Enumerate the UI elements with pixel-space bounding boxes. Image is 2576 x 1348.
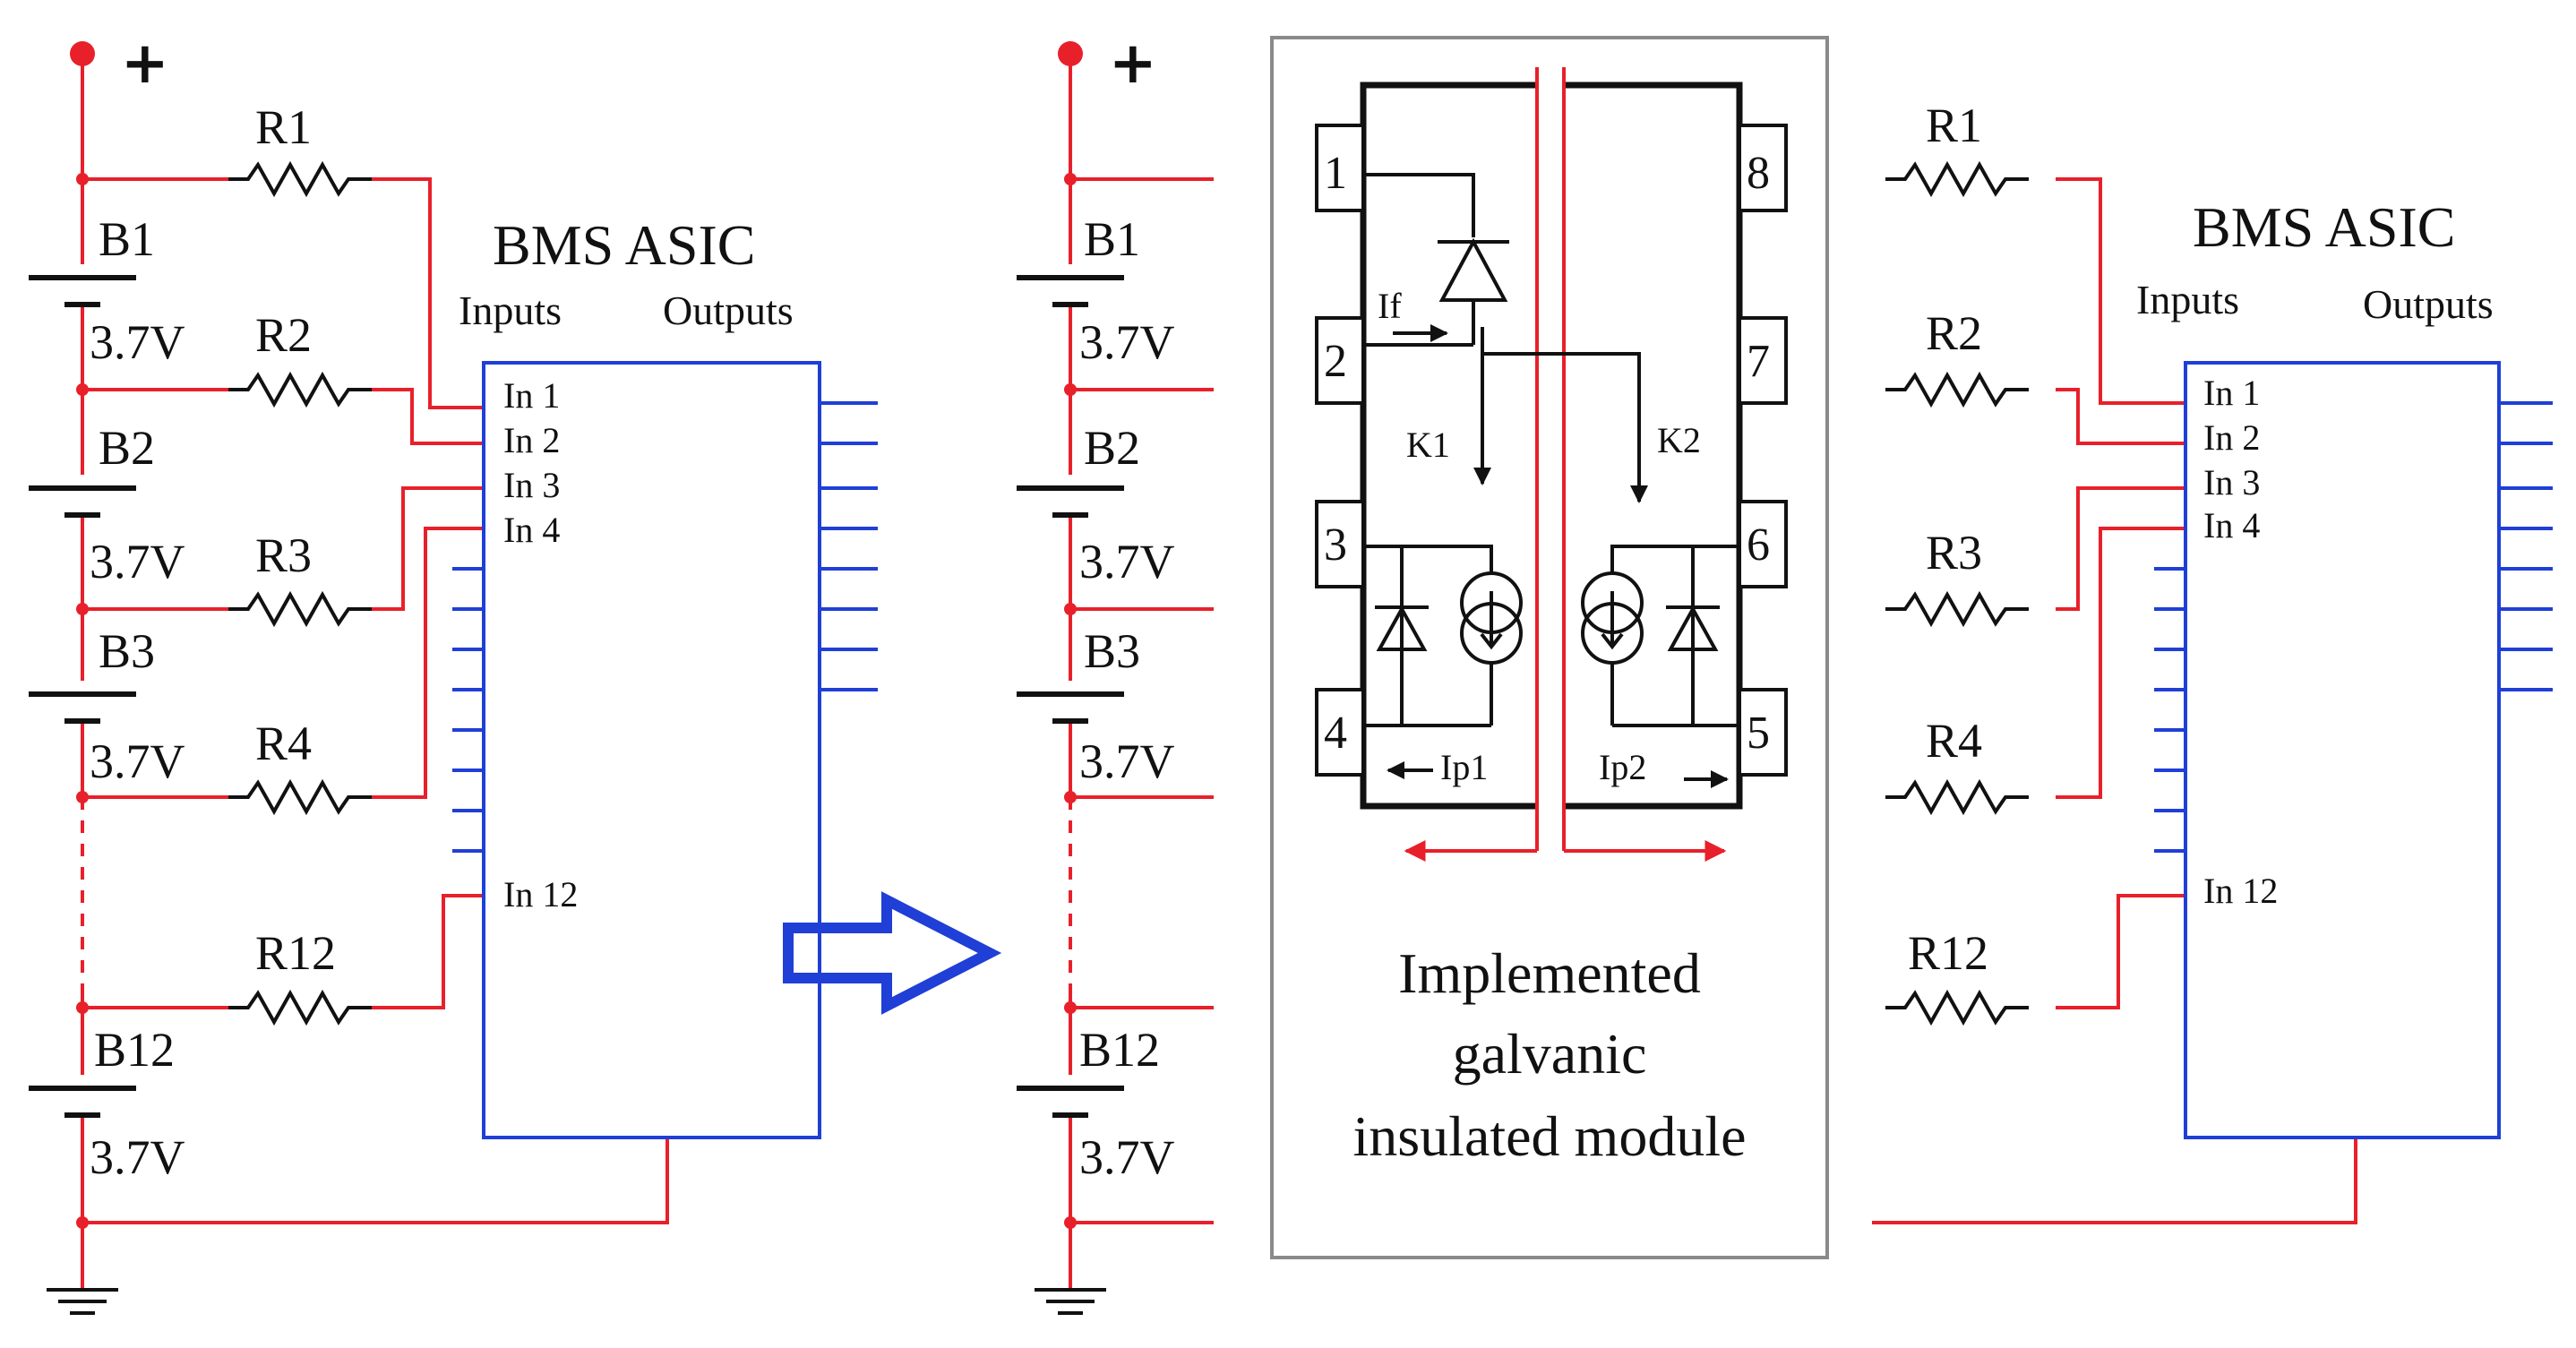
svg-text:B2: B2 (99, 421, 155, 475)
asic-pin-in3: In 3 (2203, 462, 2260, 502)
svg-text:R1: R1 (255, 100, 312, 154)
photodiode-icon (1666, 605, 1720, 651)
battery-b1: B1 3.7V (90, 212, 185, 369)
asic-pin-in2: In 2 (503, 420, 560, 460)
module-caption-line3: insulated module (1352, 1104, 1746, 1168)
module-pin-6: 6 (1747, 519, 1770, 571)
resistor-r12: R12 (1884, 926, 2031, 1024)
module-pin-7: 7 (1747, 336, 1770, 387)
resistor-r1: R1 (227, 100, 374, 195)
led-diode-icon (1438, 237, 1509, 302)
asic-outputs-label: Outputs (2363, 281, 2494, 327)
svg-text:R2: R2 (1926, 306, 1982, 360)
module-pin-4: 4 (1324, 708, 1347, 759)
resistor-r4: R4 (227, 717, 374, 813)
asic-inputs-label: Inputs (2136, 277, 2239, 322)
battery-b1: B1 3.7V (1079, 212, 1175, 369)
ground-icon (1033, 1288, 1108, 1315)
resistor-r2: R2 (1884, 306, 2031, 406)
asic-pin-in1: In 1 (503, 375, 560, 416)
asic-outputs-label: Outputs (663, 288, 794, 333)
battery-b2: B2 3.7V (90, 421, 185, 588)
battery-b3: B3 3.7V (1079, 624, 1175, 788)
svg-text:R12: R12 (1908, 926, 1988, 980)
ground-icon (45, 1288, 120, 1315)
battery-b12: B12 3.7V (90, 1023, 185, 1184)
asic-pin-in4: In 4 (503, 510, 560, 550)
left-schematic: + B1 3.7V B2 3.7V B3 3.7V B12 3.7V R1 (29, 30, 878, 1315)
photodiode-icon (1375, 605, 1429, 651)
svg-text:B12: B12 (1079, 1023, 1160, 1077)
label-ip2: Ip2 (1599, 747, 1646, 787)
right-schematic: R1 R2 R3 R4 R12 BMS ASIC Inputs Outputs (1872, 99, 2553, 1224)
current-source-icon (1460, 571, 1523, 665)
asic-title: BMS ASIC (493, 213, 755, 277)
resistor-r2: R2 (227, 308, 374, 406)
asic-inputs-label: Inputs (459, 288, 562, 333)
label-k2: K2 (1657, 420, 1701, 460)
svg-text:3.7V: 3.7V (90, 315, 185, 369)
positive-terminal-label: + (1109, 30, 1157, 97)
galvanic-module: 1 2 3 4 5 6 7 8 (1270, 36, 1829, 1259)
svg-text:3.7V: 3.7V (1079, 1130, 1175, 1184)
svg-text:B3: B3 (99, 624, 155, 678)
svg-text:3.7V: 3.7V (1079, 535, 1175, 588)
svg-text:R4: R4 (1926, 714, 1982, 768)
svg-text:R2: R2 (255, 308, 312, 362)
asic-pin-in12: In 12 (503, 874, 578, 914)
bms-asic-block: BMS ASIC Inputs Outputs (2136, 195, 2553, 1139)
resistor-r12: R12 (227, 926, 374, 1024)
resistor-r3: R3 (1884, 526, 2031, 625)
resistor-r3: R3 (227, 528, 374, 625)
svg-text:B1: B1 (1084, 212, 1140, 266)
svg-text:3.7V: 3.7V (1079, 315, 1175, 369)
svg-text:B12: B12 (94, 1023, 175, 1077)
positive-terminal-label: + (121, 30, 169, 97)
module-pin-3: 3 (1324, 519, 1347, 571)
resistor-r1: R1 (1884, 99, 2031, 195)
svg-text:3.7V: 3.7V (1079, 734, 1175, 788)
battery-b12: B12 3.7V (1079, 1023, 1175, 1184)
svg-text:3.7V: 3.7V (90, 734, 185, 788)
asic-pin-in1: In 1 (2203, 373, 2260, 413)
svg-text:R3: R3 (1926, 526, 1982, 580)
resistor-r4: R4 (1884, 714, 2031, 813)
svg-text:3.7V: 3.7V (90, 1130, 185, 1184)
asic-pin-in2: In 2 (2203, 417, 2260, 458)
svg-text:R12: R12 (255, 926, 336, 980)
svg-text:3.7V: 3.7V (90, 535, 185, 588)
asic-pin-in12: In 12 (2203, 871, 2278, 911)
battery-b3: B3 3.7V (90, 624, 185, 788)
asic-pin-in4: In 4 (2203, 505, 2260, 545)
module-pin-8: 8 (1747, 148, 1770, 199)
asic-title: BMS ASIC (2193, 195, 2455, 259)
label-ip1: Ip1 (1440, 747, 1488, 787)
module-pin-1: 1 (1324, 148, 1347, 199)
svg-text:B2: B2 (1084, 421, 1140, 475)
right-arrow-icon (783, 891, 1002, 1015)
svg-text:R3: R3 (255, 528, 312, 582)
middle-battery-stack: + B1 3.7V B2 3.7V B3 3.7V B12 3.7V (1017, 30, 1214, 1315)
svg-text:B1: B1 (99, 212, 155, 266)
svg-text:R1: R1 (1926, 99, 1982, 152)
module-caption-line2: galvanic (1453, 1022, 1647, 1086)
current-source-icon (1581, 571, 1644, 665)
battery-b2: B2 3.7V (1079, 421, 1175, 588)
module-pin-2: 2 (1324, 336, 1347, 387)
svg-text:R4: R4 (255, 717, 312, 770)
label-k1: K1 (1406, 425, 1450, 465)
label-if: If (1378, 286, 1402, 326)
module-pin-5: 5 (1747, 708, 1770, 759)
svg-text:B3: B3 (1084, 624, 1140, 678)
module-caption-line1: Implemented (1398, 941, 1701, 1005)
asic-pin-in3: In 3 (503, 465, 560, 505)
bms-asic-block: BMS ASIC Inputs Outputs (452, 213, 878, 1139)
